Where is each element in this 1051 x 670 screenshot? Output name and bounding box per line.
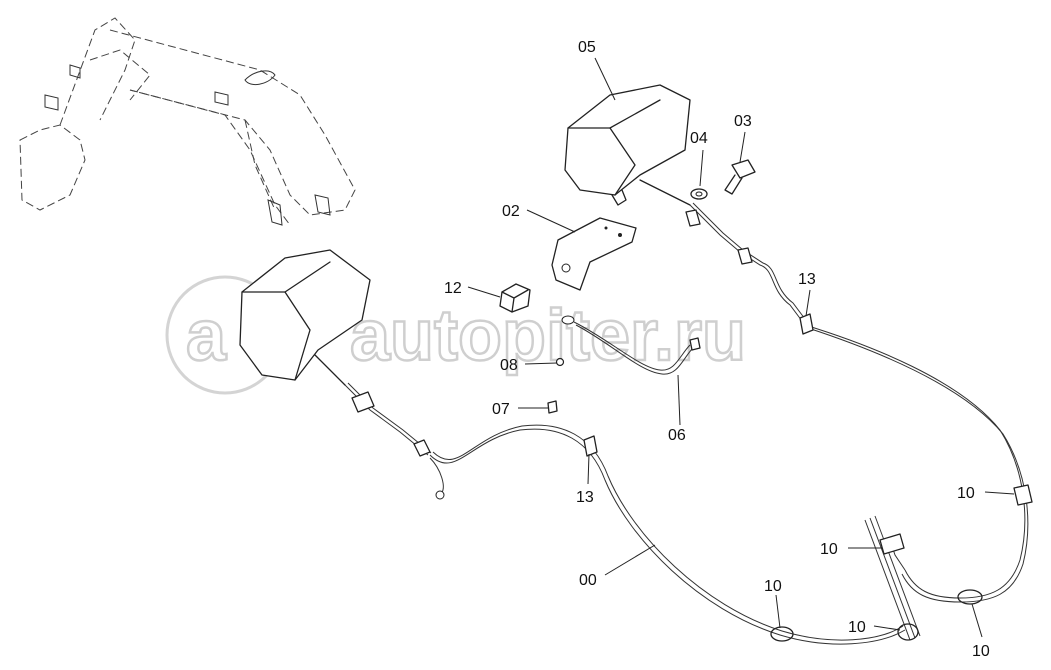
bolt-03 (724, 159, 756, 195)
callout-00: 00 (579, 572, 597, 589)
lamp-05-harness (685, 202, 809, 326)
bracket-02 (551, 217, 637, 291)
callout-13-lower: 13 (576, 489, 594, 506)
callout-06: 06 (668, 427, 686, 444)
block-12 (499, 283, 531, 313)
svg-text:a: a (186, 296, 227, 376)
tie-10-right (1013, 484, 1033, 506)
main-harness-00 (804, 324, 1029, 603)
clip-13-upper (799, 313, 814, 335)
watermark-text: autopiter.ru (350, 296, 746, 376)
clip-13-lower (583, 435, 598, 457)
callout-05: 05 (578, 39, 596, 56)
callout-13-upper: 13 (798, 271, 816, 288)
ground-cable-06 (561, 315, 701, 375)
callout-10-right: 10 (957, 485, 975, 502)
main-harness-00-lower (429, 424, 906, 645)
tie-10-bottom-left (770, 626, 794, 642)
callout-10-bundle: 10 (820, 541, 838, 558)
callout-03: 03 (734, 113, 752, 130)
callout-02: 02 (502, 203, 520, 220)
work-lamp-05 (564, 84, 691, 206)
auxiliary-harness (864, 515, 921, 641)
callout-10-bottom-mid: 10 (848, 619, 866, 636)
callout-04: 04 (690, 130, 708, 147)
callout-10-bottom-left: 10 (764, 578, 782, 595)
screw-07 (547, 400, 558, 414)
tie-10-bundle (879, 533, 905, 555)
callout-08: 08 (500, 357, 518, 374)
callout-07: 07 (492, 401, 510, 418)
work-lamp-left (239, 249, 371, 386)
nut-08 (555, 357, 565, 367)
left-lamp-harness (344, 382, 445, 500)
tie-10-bottom-mid (897, 623, 919, 641)
leader-lines (467, 57, 1015, 638)
callout-12: 12 (444, 280, 462, 297)
washer-04 (690, 188, 708, 200)
callout-10-bottom-right: 10 (972, 643, 990, 660)
excavator-boom-outline (19, 17, 356, 226)
tie-10-bottom-right (957, 589, 983, 605)
